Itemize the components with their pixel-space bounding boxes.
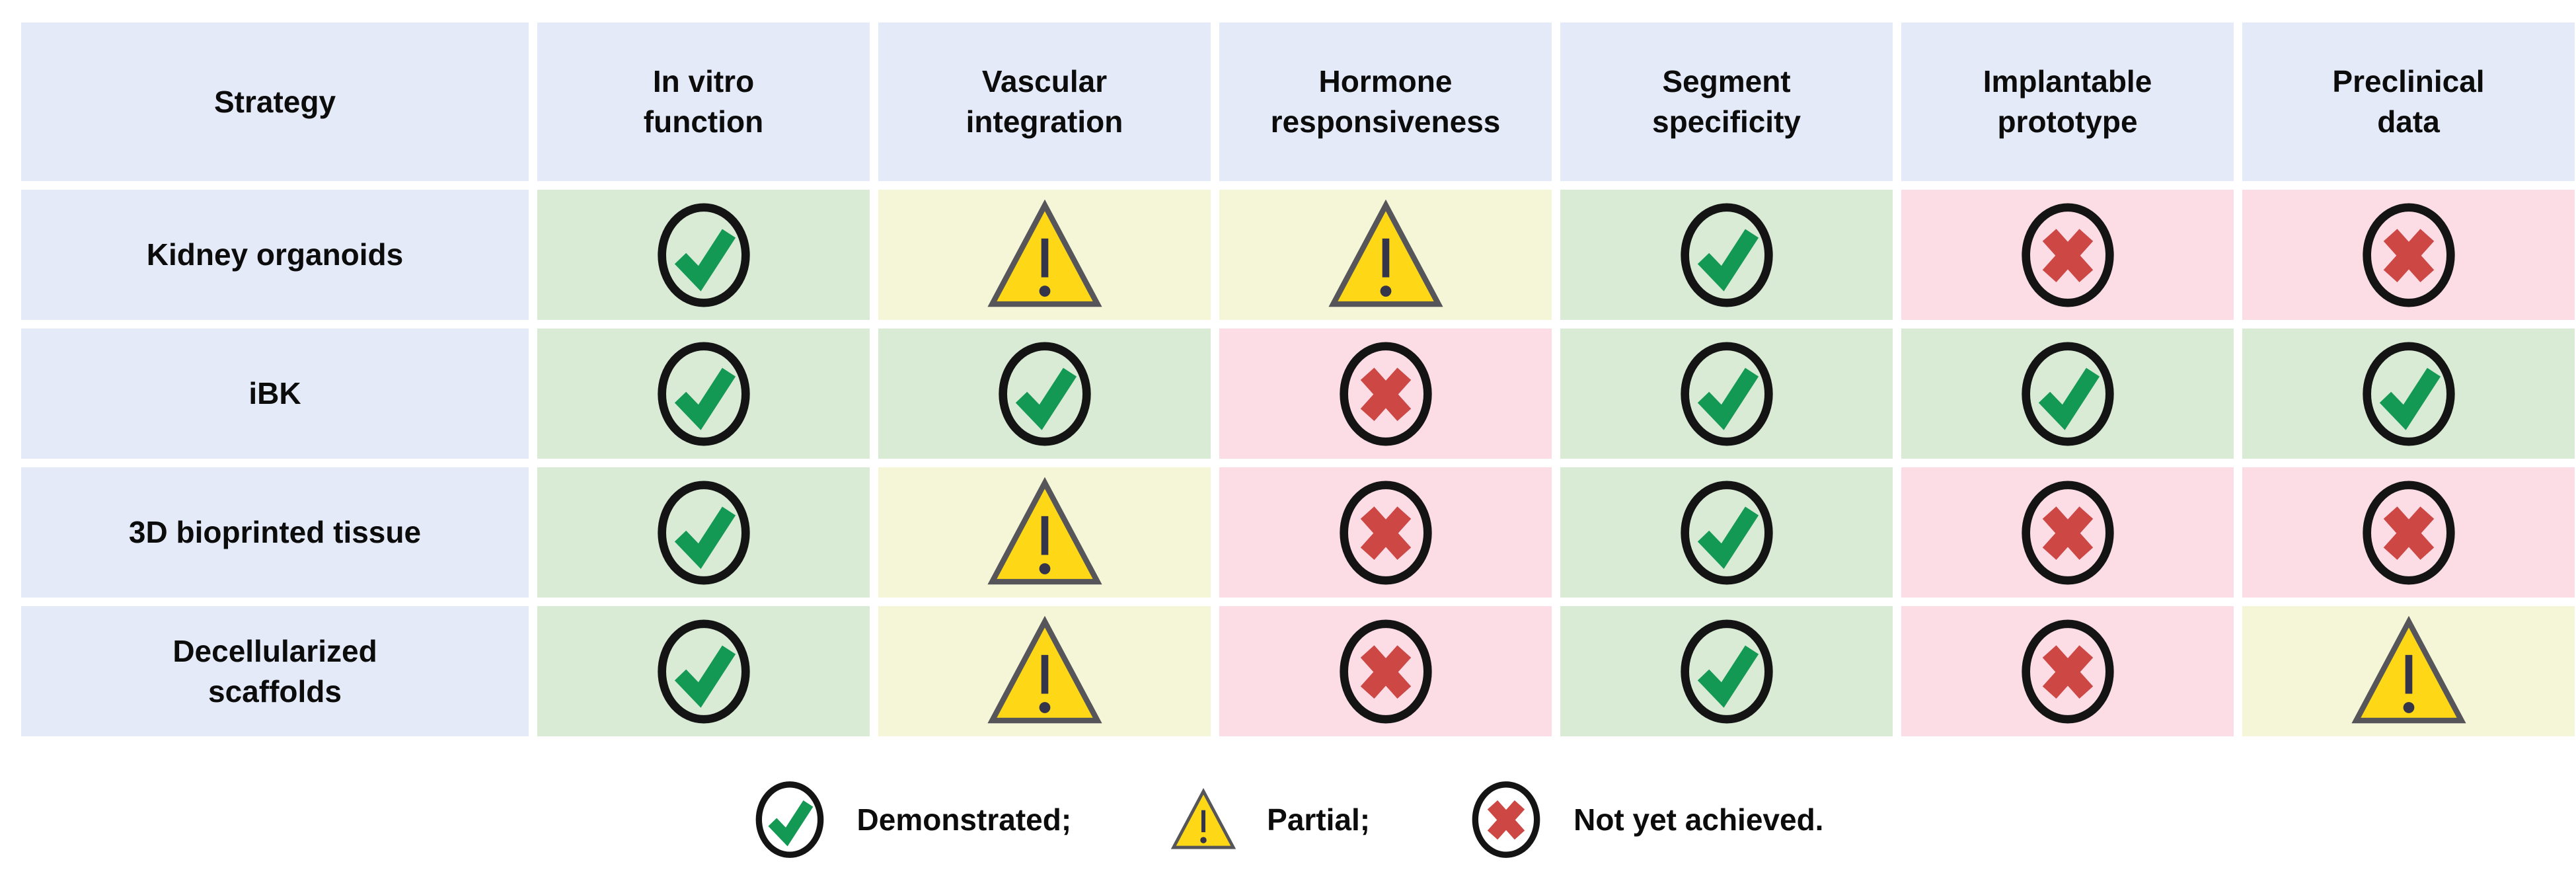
warning-icon bbox=[987, 477, 1102, 584]
check-icon bbox=[657, 619, 750, 724]
check-icon bbox=[1680, 202, 1773, 307]
x-icon bbox=[2021, 619, 2114, 724]
legend-x-icon bbox=[1469, 779, 1543, 861]
status-cell-r3-c1 bbox=[878, 606, 1211, 736]
check-icon bbox=[2362, 341, 2455, 446]
x-icon bbox=[1339, 341, 1432, 446]
legend: Demonstrated; Partial; Not yet achieved. bbox=[0, 779, 2576, 861]
status-cell-r2-c5 bbox=[2242, 467, 2575, 598]
legend-warning-icon bbox=[1170, 784, 1236, 855]
warning-icon bbox=[987, 199, 1102, 307]
x-icon bbox=[1472, 781, 1540, 858]
status-cell-r0-c3 bbox=[1560, 190, 1893, 320]
status-cell-r1-c1 bbox=[878, 329, 1211, 459]
x-icon bbox=[2021, 480, 2114, 585]
legend-item-demonstrated: Demonstrated; bbox=[753, 779, 1072, 861]
check-icon bbox=[657, 341, 750, 446]
status-cell-r1-c5 bbox=[2242, 329, 2575, 459]
legend-item-not-achieved: Not yet achieved. bbox=[1469, 779, 1823, 861]
status-cell-r3-c0 bbox=[537, 606, 870, 736]
status-cell-r3-c2 bbox=[1219, 606, 1552, 736]
row-label-1: iBK bbox=[21, 329, 529, 459]
column-header-1: Vascular integration bbox=[878, 22, 1211, 181]
status-cell-r0-c2 bbox=[1219, 190, 1552, 320]
legend-check-icon bbox=[753, 779, 827, 861]
status-cell-r1-c2 bbox=[1219, 329, 1552, 459]
status-cell-r1-c4 bbox=[1901, 329, 2234, 459]
check-icon bbox=[1680, 341, 1773, 446]
column-header-4: Implantable prototype bbox=[1901, 22, 2234, 181]
column-header-5: Preclinical data bbox=[2242, 22, 2575, 181]
check-icon bbox=[657, 202, 750, 307]
check-icon bbox=[1680, 480, 1773, 585]
column-header-2: Hormone responsiveness bbox=[1219, 22, 1552, 181]
row-label-0: Kidney organoids bbox=[21, 190, 529, 320]
status-cell-r3-c5 bbox=[2242, 606, 2575, 736]
legend-label-partial: Partial; bbox=[1267, 802, 1371, 837]
status-cell-r0-c5 bbox=[2242, 190, 2575, 320]
status-cell-r0-c4 bbox=[1901, 190, 2234, 320]
column-header-3: Segment specificity bbox=[1560, 22, 1893, 181]
check-icon bbox=[2021, 341, 2114, 446]
legend-label-demonstrated: Demonstrated; bbox=[856, 802, 1072, 837]
check-icon bbox=[1680, 619, 1773, 724]
status-cell-r1-c3 bbox=[1560, 329, 1893, 459]
x-icon bbox=[2362, 202, 2455, 307]
column-header-0: In vitro function bbox=[537, 22, 870, 181]
status-cell-r0-c0 bbox=[537, 190, 870, 320]
legend-label-not-achieved: Not yet achieved. bbox=[1573, 802, 1824, 837]
status-cell-r3-c3 bbox=[1560, 606, 1893, 736]
status-cell-r2-c2 bbox=[1219, 467, 1552, 598]
row-label-2: 3D bioprinted tissue bbox=[21, 467, 529, 598]
check-icon bbox=[755, 781, 823, 858]
x-icon bbox=[1339, 619, 1432, 724]
status-cell-r2-c0 bbox=[537, 467, 870, 598]
status-cell-r2-c1 bbox=[878, 467, 1211, 598]
status-cell-r2-c3 bbox=[1560, 467, 1893, 598]
warning-icon bbox=[987, 615, 1102, 723]
x-icon bbox=[1339, 480, 1432, 585]
x-icon bbox=[2021, 202, 2114, 307]
column-header-strategy: Strategy bbox=[21, 22, 529, 181]
status-cell-r2-c4 bbox=[1901, 467, 2234, 598]
check-icon bbox=[657, 480, 750, 585]
warning-icon bbox=[1170, 788, 1236, 849]
check-icon bbox=[998, 341, 1091, 446]
warning-icon bbox=[1328, 199, 1443, 307]
x-icon bbox=[2362, 480, 2455, 585]
status-cell-r3-c4 bbox=[1901, 606, 2234, 736]
warning-icon bbox=[2351, 615, 2466, 723]
row-label-3: Decellularized scaffolds bbox=[21, 606, 529, 736]
status-cell-r0-c1 bbox=[878, 190, 1211, 320]
legend-item-partial: Partial; bbox=[1170, 784, 1370, 855]
status-cell-r1-c0 bbox=[537, 329, 870, 459]
